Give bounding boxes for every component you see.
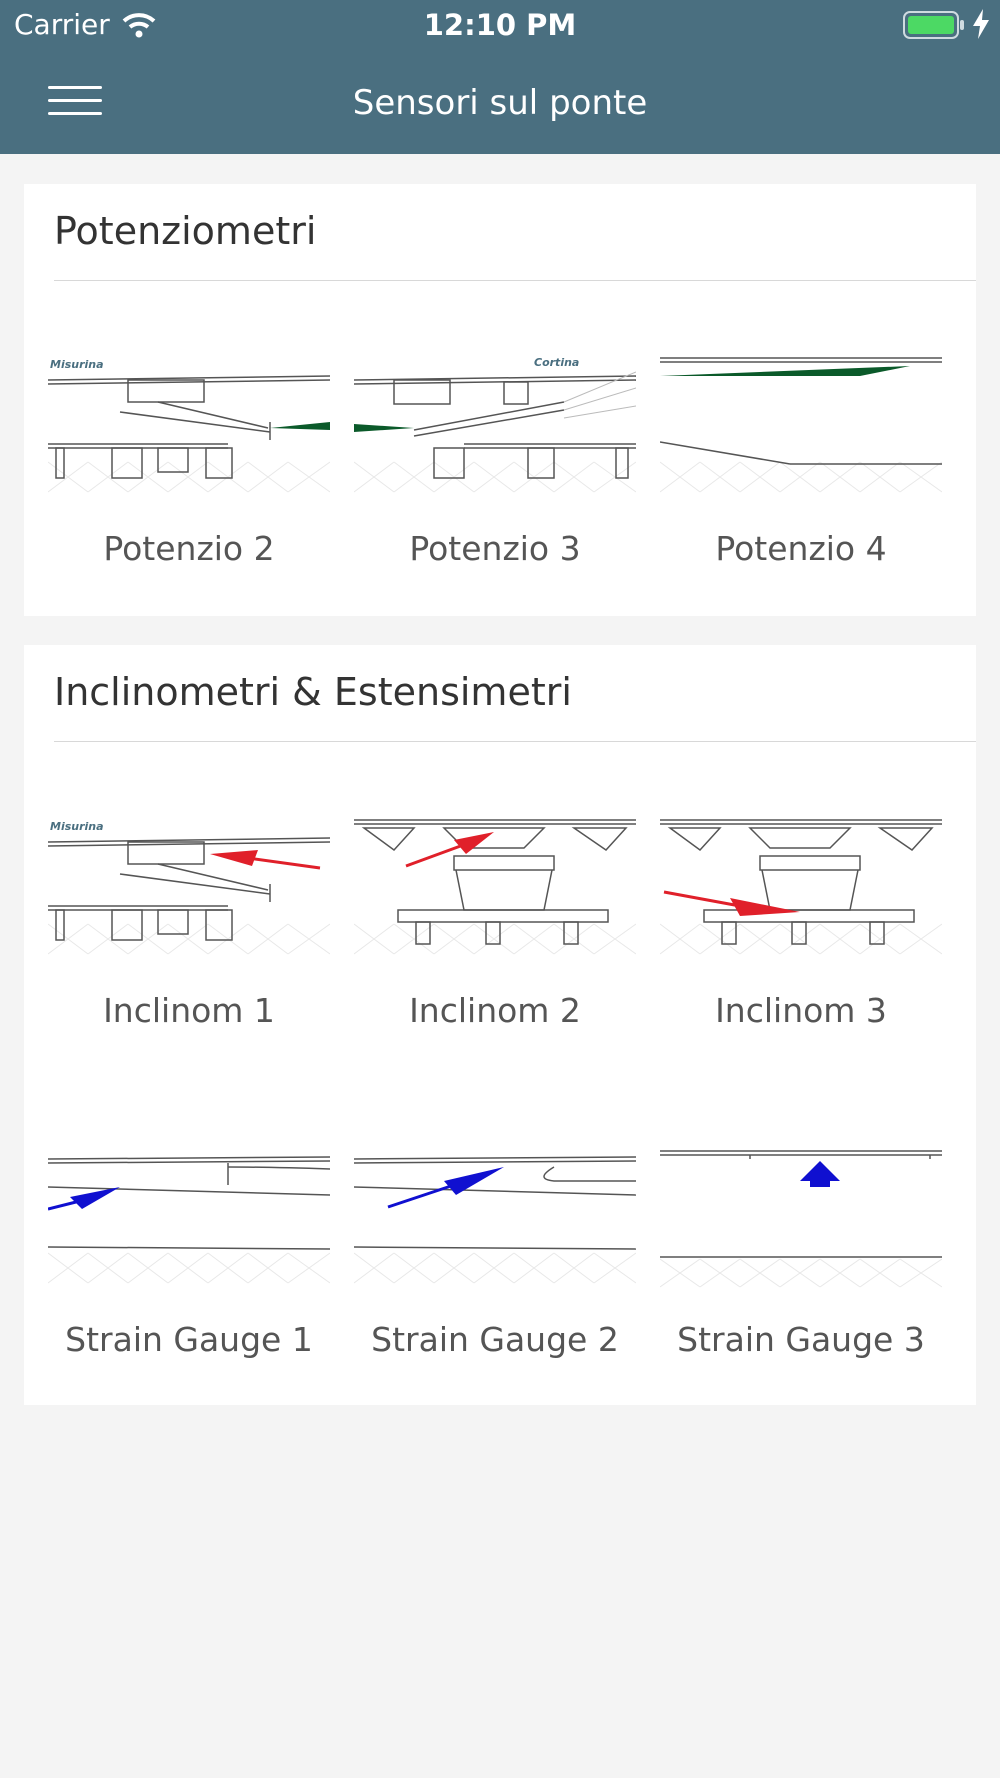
sensor-label: Strain Gauge 3 [677,1320,925,1359]
charging-icon [973,9,989,39]
bridge-diagram-image: Misurina [48,820,330,955]
sensor-label: Inclinom 1 [103,991,275,1030]
sensor-tile-potenzio-4[interactable]: Potenzio 4 [660,332,942,568]
battery-icon [903,11,964,39]
sensor-tile-strain-gauge-2[interactable]: Strain Gauge 2 [354,1123,636,1359]
section-potenziometri: Potenziometri Misurina Potenzio 2 Cortin… [24,184,976,616]
svg-text:Cortina: Cortina [534,356,579,369]
sensor-label: Inclinom 2 [409,991,581,1030]
svg-text:Misurina: Misurina [50,820,104,833]
app-header: Carrier 12:10 PM Sensori sul ponte [0,0,1000,154]
bridge-diagram-image [660,1150,942,1288]
sensor-tile-strain-gauge-1[interactable]: Strain Gauge 1 [48,1123,330,1359]
sensor-tile-inclinom-3[interactable]: Inclinom 3 [660,794,942,1030]
section-inclinometri-estensimetri: Inclinometri & Estensimetri Misurina Inc… [24,645,976,1405]
sensor-tile-inclinom-1[interactable]: Misurina Inclinom 1 [48,794,330,1030]
bridge-diagram-image [354,1156,636,1284]
hamburger-icon [48,86,102,89]
svg-text:Misurina: Misurina [50,358,104,371]
sensor-tile-potenzio-2[interactable]: Misurina Potenzio 2 [48,332,330,568]
bridge-diagram-image [48,1156,330,1284]
bridge-diagram-image [660,357,942,493]
sensor-label: Potenzio 4 [715,529,887,568]
sensor-tile-inclinom-2[interactable]: Inclinom 2 [354,794,636,1030]
sensor-tile-strain-gauge-3[interactable]: Strain Gauge 3 [660,1123,942,1359]
sensor-label: Potenzio 2 [103,529,275,568]
wifi-icon [122,13,156,38]
divider [54,280,976,281]
sensor-tile-potenzio-3[interactable]: Cortina Potenzio 3 [354,332,636,568]
sensor-label: Inclinom 3 [715,991,887,1030]
page-title: Sensori sul ponte [352,83,648,123]
bridge-diagram-image [660,819,942,955]
sensor-label: Potenzio 3 [409,529,581,568]
divider [54,741,976,742]
carrier-label: Carrier [14,8,110,41]
menu-button[interactable] [48,86,102,116]
section-title: Potenziometri [54,209,317,253]
status-time: 12:10 PM [423,8,577,42]
sensor-label: Strain Gauge 1 [65,1320,313,1359]
bridge-diagram-image: Misurina [48,358,330,493]
bridge-diagram-image: Cortina [354,356,636,493]
section-title: Inclinometri & Estensimetri [54,670,572,714]
bridge-diagram-image [354,819,636,955]
sensor-label: Strain Gauge 2 [371,1320,619,1359]
